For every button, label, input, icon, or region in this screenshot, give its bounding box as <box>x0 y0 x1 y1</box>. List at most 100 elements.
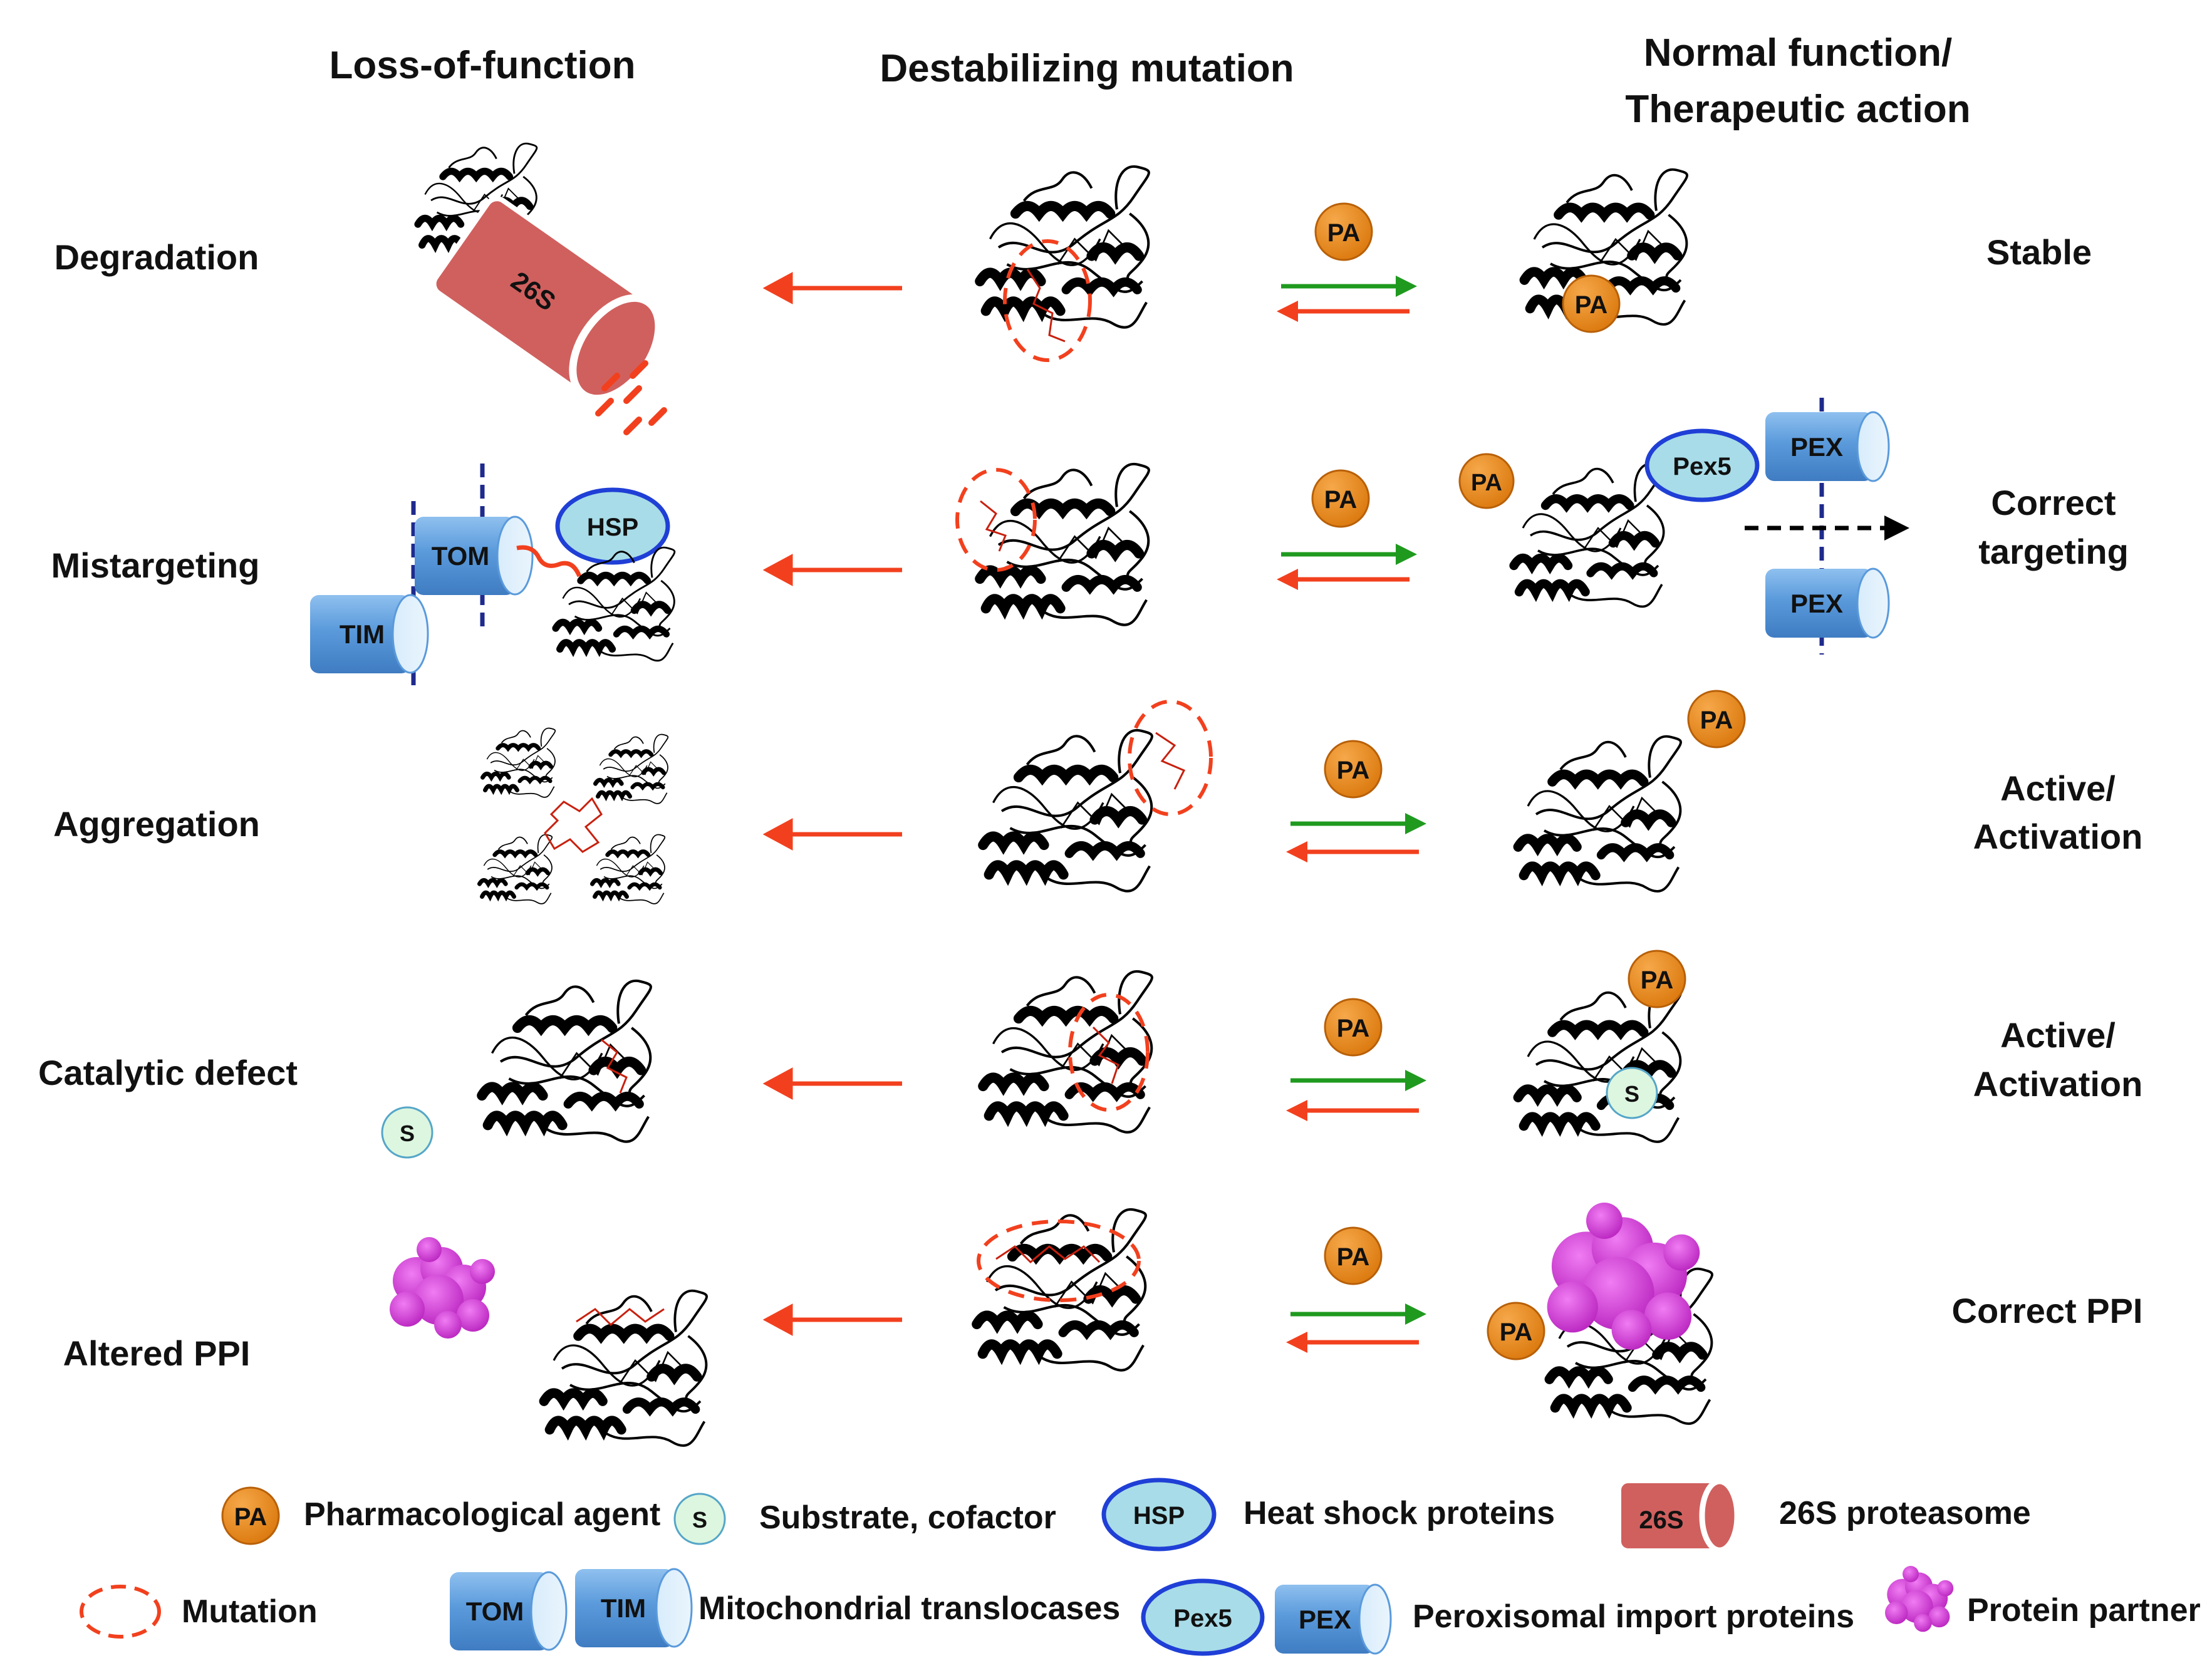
active-protein-row3: PA <box>1518 690 1746 891</box>
proteasome-icon: 26S <box>1617 1478 1740 1553</box>
pa-badges-arrows: PA PA PA PA PA <box>1311 202 1383 1285</box>
svg-text:PA: PA <box>1500 1318 1533 1346</box>
catalytic-defect-scene: S <box>381 981 651 1159</box>
equilibrium-row1 <box>1277 276 1417 322</box>
header-destabilizing-mutation: Destabilizing mutation <box>880 47 1294 90</box>
svg-text:S: S <box>400 1121 415 1146</box>
loss-arrow-row1 <box>762 272 902 304</box>
pa-badge-arrow-row2: PA <box>1311 469 1370 528</box>
mutation-ring-icon <box>1003 239 1092 362</box>
aggregation-scene <box>479 728 668 904</box>
loss-arrow-row3 <box>762 818 902 851</box>
equilibrium-row4 <box>1286 1070 1426 1121</box>
legend-substrate: S Substrate, cofactor <box>673 1493 1056 1545</box>
svg-text:Heat shock proteins: Heat shock proteins <box>1244 1495 1555 1531</box>
svg-text:TOM: TOM <box>466 1597 524 1626</box>
legend: PA Pharmacological agent S Substrate, co… <box>80 1478 2201 1656</box>
targeted-protein-row2: PA Pex5 PEX PEX <box>1458 398 1909 655</box>
pa-bound: PA <box>1628 950 1686 1008</box>
mutation-ring-icon <box>977 1220 1141 1302</box>
protein-partner-icon <box>1547 1203 1700 1350</box>
protein-partner-icon <box>390 1237 495 1339</box>
pex5-receptor: Pex5 <box>1644 428 1760 502</box>
pa-badge-arrow-row1: PA <box>1314 202 1373 261</box>
outcome-active-line1-row3: Active/ <box>2000 769 2116 808</box>
outcome-activation-line2-row3: Activation <box>1973 817 2143 856</box>
svg-text:PA: PA <box>1324 486 1358 514</box>
row-label-degradation: Degradation <box>55 237 259 277</box>
svg-text:26S: 26S <box>1639 1506 1683 1534</box>
svg-text:HSP: HSP <box>587 514 638 541</box>
proteasome-icon: 26S <box>431 196 663 403</box>
translocase-icon: TIM <box>310 594 429 674</box>
equilibrium-row2 <box>1277 544 1417 590</box>
translocase-icon: TOM <box>450 1571 568 1651</box>
svg-text:26S proteasome: 26S proteasome <box>1779 1495 2031 1531</box>
svg-text:PA: PA <box>1327 219 1361 247</box>
mistargeting-scene: TOM TIM HSP <box>310 464 675 686</box>
translocase-icon: TOM <box>415 515 534 596</box>
mutant-protein-row4 <box>983 971 1152 1132</box>
mutation-ring-icon <box>80 1585 161 1639</box>
mutant-protein-row1 <box>980 167 1149 362</box>
translocase-icon: TIM <box>575 1568 693 1648</box>
svg-text:TOM: TOM <box>432 541 490 571</box>
svg-text:PA: PA <box>234 1503 267 1531</box>
outcome-active-line1-row4: Active/ <box>2000 1015 2116 1055</box>
pa-bound: PA <box>1687 690 1746 748</box>
translocase-icon: PEX <box>1765 411 1890 482</box>
svg-text:Substrate, cofactor: Substrate, cofactor <box>759 1499 1056 1536</box>
svg-text:PA: PA <box>1337 1243 1370 1271</box>
outcome-correct-ppi: Correct PPI <box>1952 1291 2143 1330</box>
protein-partner-icon <box>1885 1566 1954 1632</box>
mutation-ring-icon <box>1068 993 1150 1112</box>
substrate-bound: S <box>1606 1067 1658 1119</box>
equilibrium-row5 <box>1286 1303 1426 1353</box>
mutant-protein-row5 <box>977 1209 1146 1370</box>
header-normal-function-line1: Normal function/ <box>1644 31 1953 75</box>
svg-text:PEX: PEX <box>1790 432 1843 462</box>
legend-peroxisomal: Pex5 PEX Peroxisomal import proteins <box>1141 1578 1854 1656</box>
svg-text:HSP: HSP <box>1133 1502 1185 1530</box>
loss-arrows <box>762 272 902 1336</box>
stable-protein-row1: PA <box>1524 170 1687 333</box>
svg-text:TIM: TIM <box>601 1593 646 1623</box>
equilibrium-row3 <box>1286 813 1426 862</box>
svg-text:TIM: TIM <box>340 619 385 649</box>
loss-arrow-row2 <box>762 554 902 586</box>
translocase-icon: PEX <box>1765 567 1890 639</box>
pa-badge-arrow-row3: PA <box>1324 740 1383 799</box>
svg-text:PA: PA <box>1471 470 1502 496</box>
outcome-activation-line2-row4: Activation <box>1973 1064 2143 1104</box>
legend-hsp: HSP Heat shock proteins <box>1101 1478 1555 1551</box>
legend-pa: PA Pharmacological agent <box>221 1486 660 1545</box>
pa-bound: PA <box>1562 274 1621 333</box>
row-label-altered-ppi: Altered PPI <box>63 1334 251 1373</box>
outcome-correct-targeting-line1: Correct <box>1991 483 2116 522</box>
svg-text:S: S <box>1624 1081 1639 1107</box>
svg-text:Pharmacological agent: Pharmacological agent <box>304 1496 660 1533</box>
outcome-correct-targeting-line2: targeting <box>1978 532 2129 571</box>
mutant-protein-row3 <box>983 700 1213 891</box>
svg-text:PEX: PEX <box>1299 1605 1351 1634</box>
svg-text:Mitochondrial translocases: Mitochondrial translocases <box>698 1590 1120 1627</box>
mutation-ring-icon <box>1128 700 1213 816</box>
ppi-complex-row5: PA <box>1487 1203 1712 1424</box>
svg-text:Pex5: Pex5 <box>1173 1605 1232 1632</box>
svg-text:S: S <box>692 1507 707 1533</box>
row-label-catalytic-defect: Catalytic defect <box>38 1053 298 1092</box>
svg-text:Pex5: Pex5 <box>1673 453 1731 480</box>
svg-text:Mutation: Mutation <box>182 1593 318 1630</box>
active-protein-row4: PA S <box>1518 950 1686 1142</box>
svg-text:Peroxisomal import proteins: Peroxisomal import proteins <box>1413 1598 1854 1635</box>
mutant-protein-row2 <box>955 464 1149 625</box>
equilibrium-arrows <box>1277 276 1426 1353</box>
svg-text:PA: PA <box>1641 966 1674 994</box>
loss-arrow-row4 <box>762 1067 902 1100</box>
svg-text:PA: PA <box>1700 707 1733 734</box>
pa-badge-arrow-row5: PA <box>1324 1226 1383 1285</box>
row-label-mistargeting: Mistargeting <box>51 546 260 585</box>
degradation-fragments <box>595 360 667 435</box>
svg-text:PEX: PEX <box>1790 589 1843 618</box>
